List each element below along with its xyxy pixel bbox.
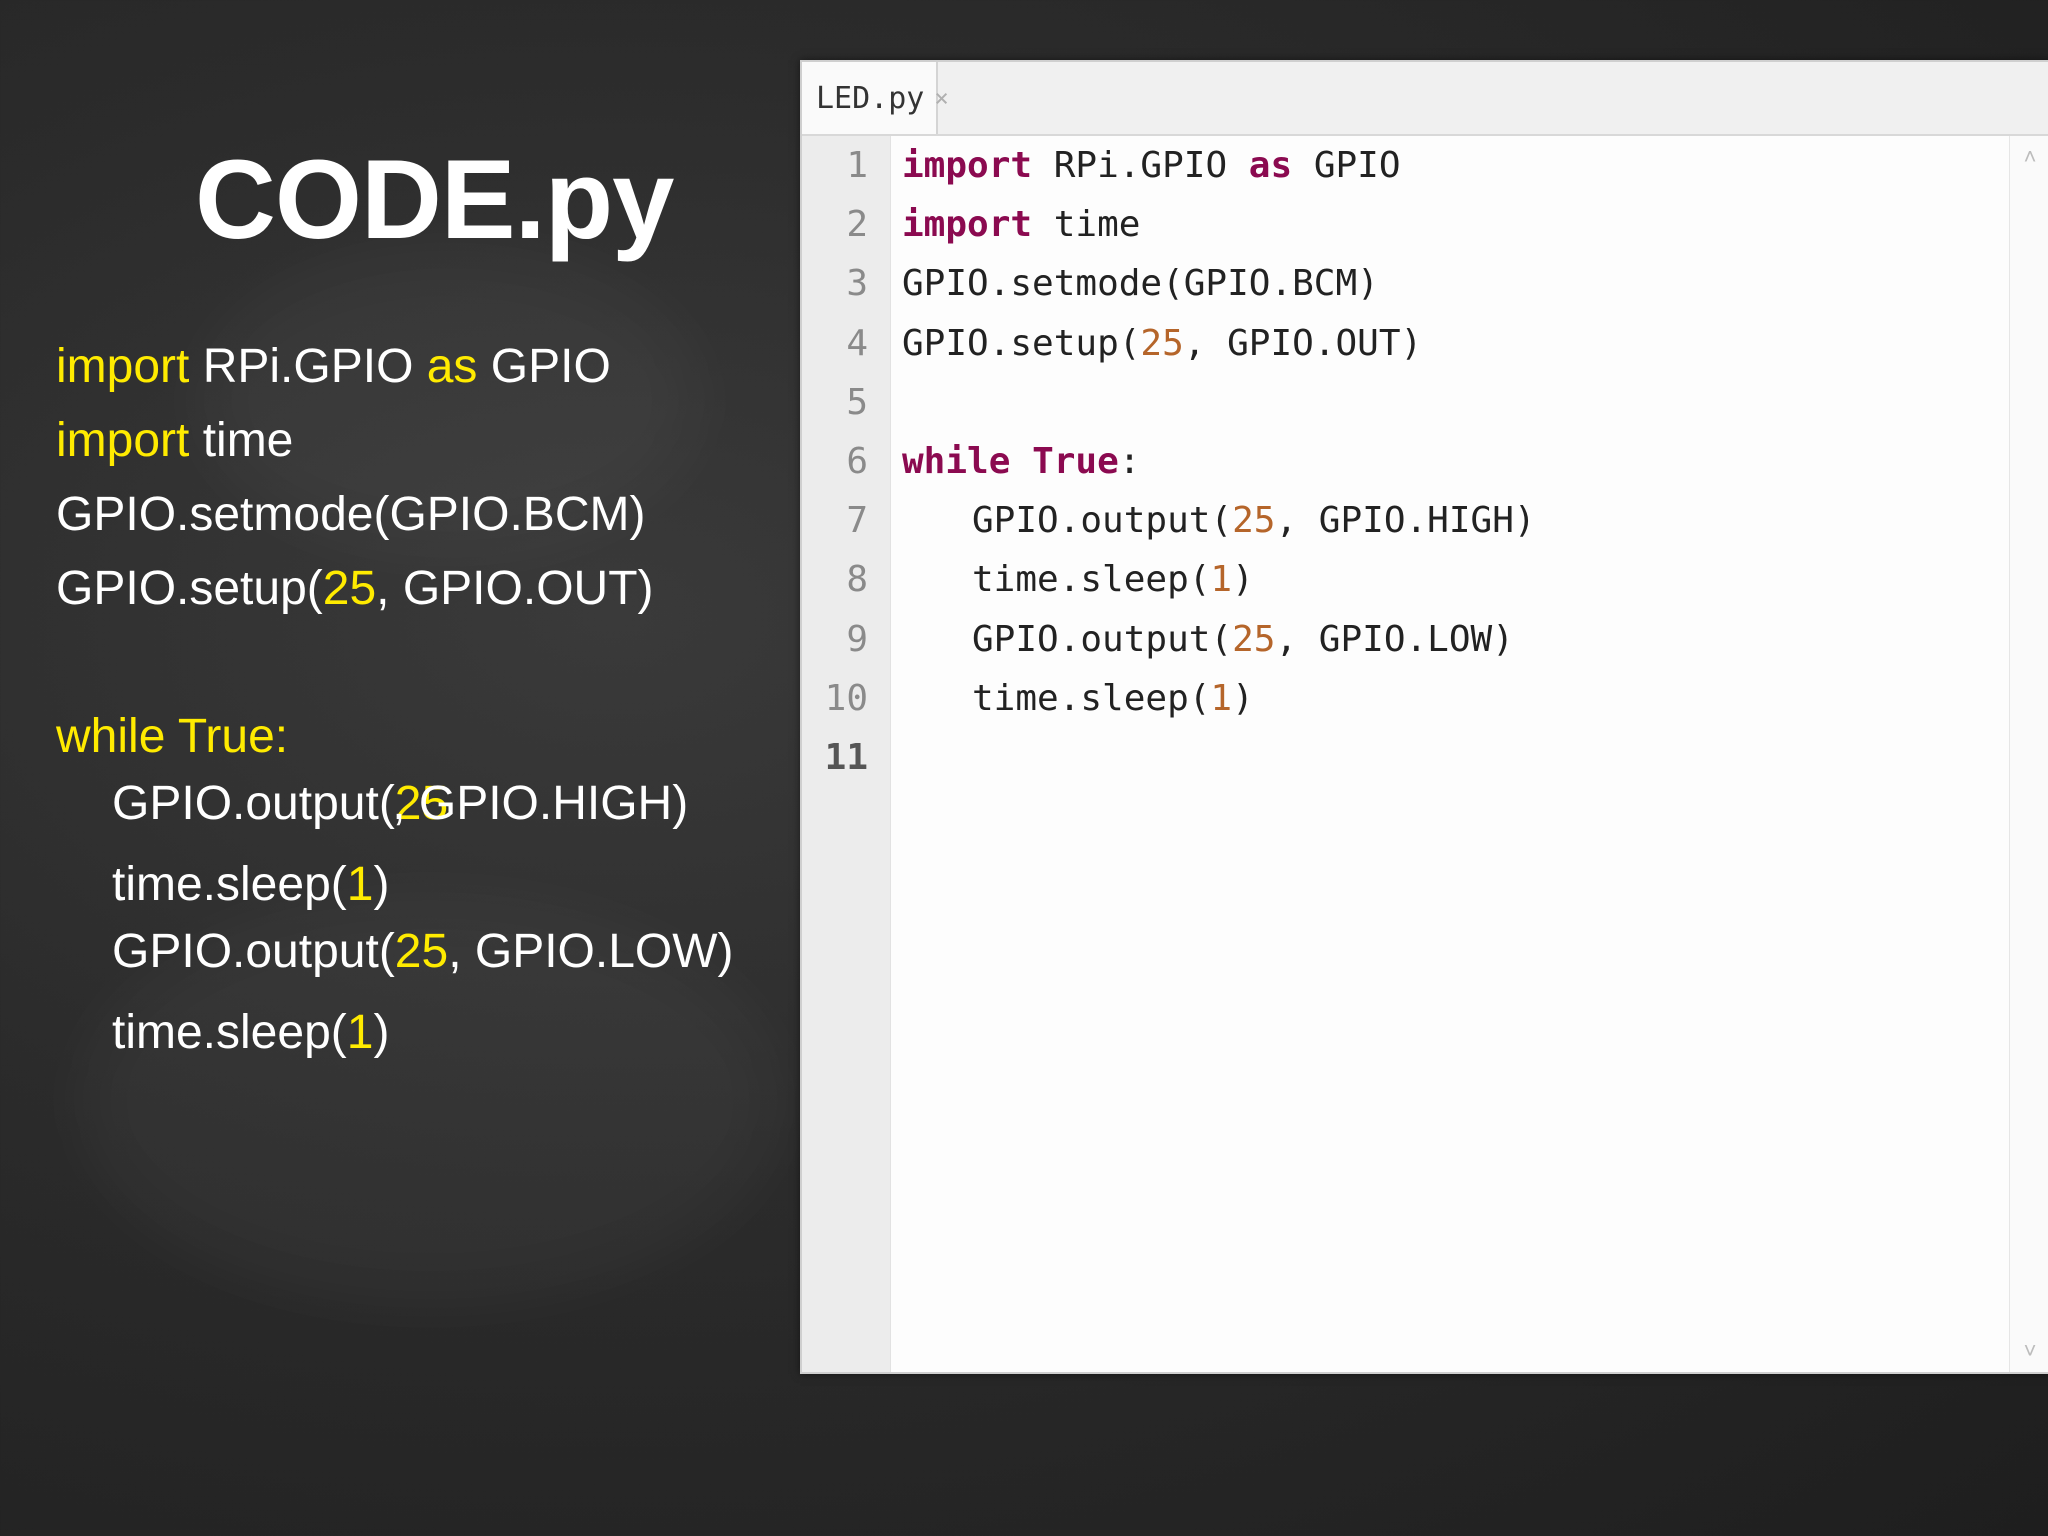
slide-code-line: import RPi.GPIO as GPIO bbox=[56, 330, 776, 404]
keyword: while bbox=[902, 440, 1011, 482]
line-number: 5 bbox=[846, 381, 868, 423]
code-text bbox=[1010, 441, 1032, 482]
editor-code-line: GPIO.output(25, GPIO.HIGH) bbox=[902, 491, 1990, 550]
code-text: , GPIO.LOW) bbox=[448, 925, 734, 978]
tab-label: LED.py bbox=[816, 80, 925, 116]
slide-code-line: GPIO.output(25, GPIO.LOW) bbox=[56, 922, 776, 982]
vertical-scrollbar[interactable]: ˄ ˅ bbox=[2009, 136, 2048, 1372]
scroll-down-icon[interactable]: ˅ bbox=[2023, 1338, 2037, 1363]
tab-led-py[interactable]: LED.py × bbox=[802, 62, 949, 134]
keyword: as bbox=[1248, 145, 1293, 186]
code-text: , GPIO.HIGH) bbox=[392, 777, 689, 830]
code-text: GPIO.setup( bbox=[902, 322, 1141, 364]
slide-title: CODE.py bbox=[195, 137, 674, 262]
code-text: time bbox=[1032, 204, 1141, 246]
code-text: GPIO.output( bbox=[972, 618, 1233, 660]
editor-code-line: GPIO.output(25, GPIO.LOW) bbox=[902, 610, 1990, 669]
code-text: , GPIO.HIGH) bbox=[1275, 500, 1536, 542]
editor-code-line-empty bbox=[902, 373, 1990, 432]
line-number: 10 bbox=[824, 677, 868, 719]
number-literal: 25 bbox=[1232, 618, 1276, 660]
code-text: RPi.GPIO bbox=[189, 340, 427, 393]
code-text: GPIO bbox=[477, 340, 611, 393]
slide-code-line: while True: bbox=[56, 700, 776, 774]
keyword: import bbox=[902, 204, 1033, 246]
line-number: 7 bbox=[846, 500, 868, 542]
code-text: time.sleep( bbox=[112, 1006, 347, 1059]
number-literal: 25 bbox=[394, 777, 449, 830]
keyword: True bbox=[1032, 440, 1119, 482]
code-text: , GPIO.LOW) bbox=[1275, 618, 1514, 660]
editor-code-line: import RPi.GPIO as GPIO bbox=[902, 136, 1990, 195]
code-text: , GPIO.OUT) bbox=[1183, 322, 1423, 364]
number-literal: 25 bbox=[322, 562, 377, 615]
code-text: GPIO.output( bbox=[972, 500, 1233, 542]
code-text: time.sleep( bbox=[972, 559, 1211, 601]
code-text: time.sleep( bbox=[972, 677, 1211, 719]
close-icon[interactable]: × bbox=[934, 84, 949, 112]
keyword: import bbox=[902, 145, 1033, 186]
line-number-gutter: 1 2 3 4 5 6 7 8 9 10 11 bbox=[802, 136, 891, 1372]
keyword: import bbox=[56, 414, 190, 467]
scroll-up-icon[interactable]: ˄ bbox=[2023, 144, 2037, 169]
editor-tab-bar: LED.py × bbox=[802, 62, 2048, 136]
line-number: 8 bbox=[846, 559, 868, 601]
code-text: RPi.GPIO bbox=[1032, 145, 1249, 186]
editor-code-line-empty bbox=[902, 728, 1990, 787]
code-text: GPIO.setup( bbox=[56, 562, 323, 615]
line-number: 3 bbox=[846, 263, 868, 305]
number-literal: 1 bbox=[1210, 677, 1233, 719]
editor-code-line: import time bbox=[902, 195, 1990, 254]
line-number: 11 bbox=[824, 736, 868, 778]
code-text: : bbox=[1118, 440, 1141, 482]
editor-code-line: time.sleep(1) bbox=[902, 550, 1990, 609]
blank-line bbox=[56, 626, 776, 700]
editor-code-line: GPIO.setup(25, GPIO.OUT) bbox=[902, 314, 1990, 373]
code-text: GPIO.output( bbox=[112, 777, 395, 830]
slide-code-line: time.sleep(1) bbox=[56, 996, 776, 1070]
number-literal: 25 bbox=[1140, 322, 1184, 364]
code-text: time bbox=[189, 414, 294, 467]
number-literal: 1 bbox=[346, 858, 374, 911]
code-text: GPIO bbox=[1292, 145, 1401, 186]
keyword: while True: bbox=[56, 710, 289, 763]
editor-code-area[interactable]: import RPi.GPIO as GPIO import time GPIO… bbox=[902, 136, 1990, 787]
code-text: time.sleep( bbox=[112, 858, 347, 911]
slide-code-line: import time bbox=[56, 404, 776, 478]
code-text: , GPIO.OUT) bbox=[376, 562, 654, 615]
line-number: 6 bbox=[846, 440, 868, 482]
editor-code-line: while True: bbox=[902, 432, 1990, 491]
line-number: 9 bbox=[846, 618, 868, 660]
code-text: ) bbox=[1232, 559, 1254, 601]
line-number: 2 bbox=[846, 204, 868, 246]
line-number: 1 bbox=[846, 145, 868, 186]
slide-code-block: import RPi.GPIO as GPIO import time GPIO… bbox=[56, 330, 776, 1070]
number-literal: 1 bbox=[1210, 559, 1233, 601]
code-text: GPIO.output( bbox=[112, 925, 395, 978]
code-text: ) bbox=[1232, 677, 1254, 719]
slide-code-line: GPIO.setmode(GPIO.BCM) bbox=[56, 488, 646, 541]
line-number: 4 bbox=[846, 322, 868, 364]
number-literal: 25 bbox=[394, 925, 449, 978]
slide-code-line: GPIO.setup(25, GPIO.OUT) bbox=[56, 552, 776, 626]
number-literal: 25 bbox=[1232, 500, 1276, 542]
keyword: as bbox=[426, 340, 478, 393]
keyword: import bbox=[56, 340, 190, 393]
code-text: ) bbox=[373, 858, 390, 911]
editor-code-line: time.sleep(1) bbox=[902, 669, 1990, 728]
number-literal: 1 bbox=[346, 1006, 374, 1059]
slide-code-line: GPIO.output(25, GPIO.HIGH) bbox=[56, 774, 776, 834]
code-text: ) bbox=[373, 1006, 390, 1059]
slide-code-line: time.sleep(1) bbox=[56, 848, 776, 922]
editor-code-line: GPIO.setmode(GPIO.BCM) bbox=[902, 263, 1379, 305]
